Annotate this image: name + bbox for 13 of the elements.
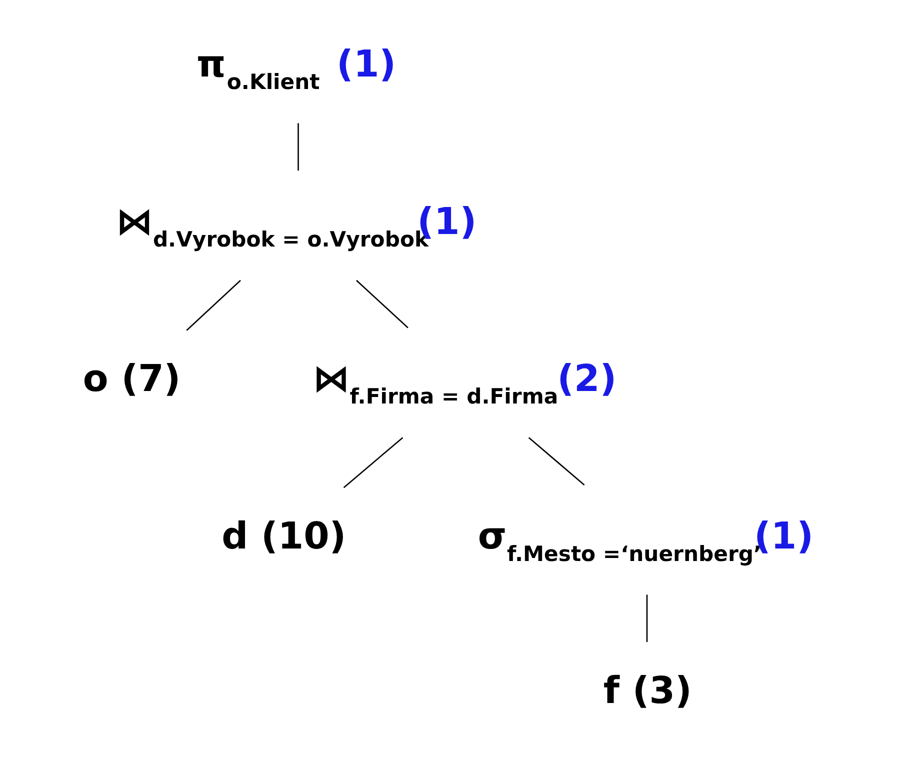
connector bbox=[298, 123, 299, 171]
connector bbox=[186, 280, 241, 331]
node-text: o (7) bbox=[82, 357, 181, 400]
node-text: f (3) bbox=[603, 668, 692, 712]
node-text: ⋈$_{f.Firma = d.Firma}$ bbox=[312, 357, 558, 409]
connector bbox=[356, 280, 408, 328]
connector bbox=[646, 594, 648, 642]
connector bbox=[343, 437, 404, 488]
node-label: (2) bbox=[557, 357, 617, 400]
connector bbox=[528, 437, 585, 486]
node-text: π$_{o.Klient}$ bbox=[196, 42, 320, 94]
node-text: d (10) bbox=[222, 514, 346, 558]
node-label: (1) bbox=[336, 42, 396, 86]
